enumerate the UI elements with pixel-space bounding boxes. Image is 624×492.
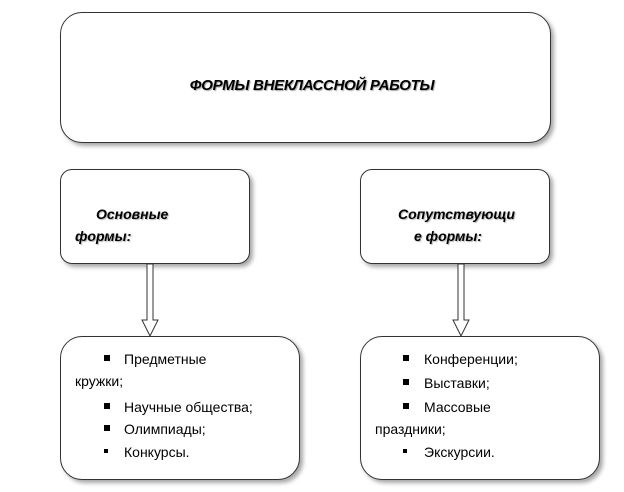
list-item: Научные общества;: [124, 399, 253, 415]
accompanying-forms-list-box: [360, 336, 600, 480]
list-item: Экскурсии.: [424, 444, 495, 460]
main-forms-box: [60, 169, 250, 264]
right-down-arrow-icon: [452, 264, 470, 338]
bullet-icon: [403, 379, 409, 385]
accompanying-forms-label-line2: е формы:: [414, 228, 482, 244]
title-box: [60, 12, 551, 143]
bullet-icon: [403, 403, 409, 409]
list-item: кружки;: [75, 373, 124, 389]
main-forms-label-line2: формы:: [75, 228, 132, 244]
bullet-icon: [104, 403, 110, 409]
list-item: Олимпиады;: [124, 421, 206, 437]
bullet-icon: [104, 449, 108, 453]
bullet-icon: [104, 425, 110, 431]
accompanying-forms-box: [360, 169, 550, 264]
bullet-icon: [104, 355, 110, 361]
list-item: Выставки;: [424, 375, 490, 391]
bullet-icon: [403, 449, 407, 453]
list-item: праздники;: [375, 421, 446, 437]
diagram-title: ФОРМЫ ВНЕКЛАССНОЙ РАБОТЫ: [189, 77, 435, 94]
main-forms-label-line1: Основные: [96, 206, 169, 222]
list-item: Конкурсы.: [124, 444, 190, 460]
left-down-arrow-icon: [141, 264, 159, 338]
list-item: Массовые: [424, 399, 491, 415]
list-item: Предметные: [124, 351, 207, 367]
bullet-icon: [403, 355, 409, 361]
main-forms-list-box: [60, 336, 300, 480]
accompanying-forms-label-line1: Сопутствующи: [398, 206, 515, 222]
list-item: Конференции;: [424, 351, 518, 367]
